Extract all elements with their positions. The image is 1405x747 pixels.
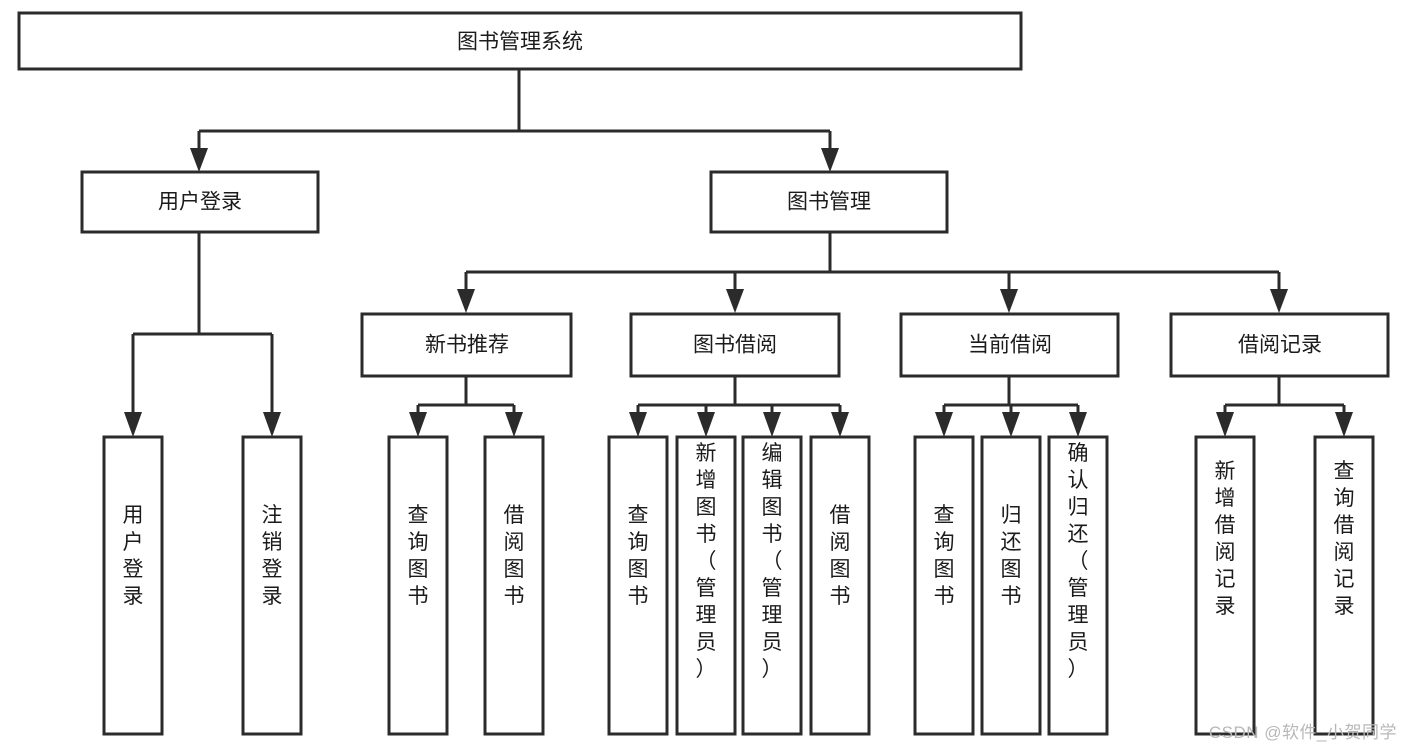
node-leaf-user-logout-box[interactable] bbox=[241, 435, 303, 736]
node-current-borrow-box[interactable] bbox=[899, 312, 1120, 378]
node-root-box[interactable] bbox=[17, 11, 1023, 71]
node-current-borrow[interactable]: 当前借阅 bbox=[899, 312, 1120, 378]
node-leaf-query-book-3-label: 查询图书 bbox=[934, 504, 955, 608]
arrow-icon-leaf-query-book-2 bbox=[629, 412, 647, 437]
arrow-icon-user-login bbox=[190, 148, 208, 172]
arrow-icon-book-borrow bbox=[726, 289, 744, 313]
arrow-icon-leaf-user-login bbox=[124, 412, 142, 437]
node-leaf-user-login-label: 用户登录 bbox=[123, 504, 144, 608]
node-user-login[interactable]: 用户登录 bbox=[80, 170, 320, 234]
node-book-borrow-label: 图书借阅 bbox=[693, 334, 777, 357]
node-leaf-confirm-return-label: 确认归还（管理员） bbox=[1068, 442, 1089, 681]
arrow-icon-leaf-query-record bbox=[1335, 412, 1353, 437]
node-leaf-query-book-3-box[interactable] bbox=[913, 435, 975, 736]
node-leaf-borrow-book-1[interactable]: 借阅图书 bbox=[483, 435, 545, 736]
arrow-icon-leaf-edit-book bbox=[763, 412, 781, 437]
node-book-management[interactable]: 图书管理 bbox=[709, 170, 949, 234]
node-new-book-recommend[interactable]: 新书推荐 bbox=[360, 312, 573, 378]
node-leaf-query-record-box[interactable] bbox=[1313, 435, 1375, 736]
node-leaf-add-book-label: 新增图书（管理员） bbox=[696, 442, 717, 681]
arrow-icon-leaf-confirm-return bbox=[1069, 412, 1087, 437]
node-current-borrow-label: 当前借阅 bbox=[968, 334, 1052, 357]
node-user-login-label: 用户登录 bbox=[158, 191, 242, 214]
node-leaf-borrow-book-2-box[interactable] bbox=[809, 435, 871, 736]
arrow-icon-leaf-borrow-book-1 bbox=[505, 412, 523, 437]
node-leaf-borrow-book-2-label: 借阅图书 bbox=[830, 504, 851, 608]
node-leaf-borrow-book-1-box[interactable] bbox=[483, 435, 545, 736]
node-leaf-query-book-1[interactable]: 查询图书 bbox=[387, 435, 449, 736]
node-leaf-query-record-label: 查询借阅记录 bbox=[1334, 460, 1355, 618]
node-new-book-recommend-label: 新书推荐 bbox=[425, 334, 509, 357]
node-leaf-add-record-label: 新增借阅记录 bbox=[1215, 460, 1236, 618]
node-book-management-label: 图书管理 bbox=[787, 191, 871, 214]
node-user-login-box[interactable] bbox=[80, 170, 320, 234]
arrow-icon-leaf-query-book-1 bbox=[409, 412, 427, 437]
node-leaf-borrow-book-2[interactable]: 借阅图书 bbox=[809, 435, 871, 736]
node-leaf-query-record[interactable]: 查询借阅记录 bbox=[1313, 435, 1375, 736]
node-leaf-query-book-3[interactable]: 查询图书 bbox=[913, 435, 975, 736]
node-leaf-query-book-2[interactable]: 查询图书 bbox=[607, 435, 669, 736]
node-leaf-query-book-2-label: 查询图书 bbox=[628, 504, 649, 608]
node-root-label: 图书管理系统 bbox=[457, 31, 583, 54]
node-borrow-record-label: 借阅记录 bbox=[1238, 334, 1322, 357]
node-borrow-record[interactable]: 借阅记录 bbox=[1169, 312, 1390, 378]
connector-layer bbox=[124, 69, 1353, 437]
arrow-icon-book-management bbox=[821, 148, 839, 172]
node-leaf-user-logout-label: 注销登录 bbox=[262, 504, 283, 608]
node-leaf-edit-book[interactable]: 编辑图书（管理员） bbox=[741, 435, 803, 736]
arrow-icon-leaf-query-book-3 bbox=[935, 412, 953, 437]
node-new-book-recommend-box[interactable] bbox=[360, 312, 573, 378]
node-book-borrow[interactable]: 图书借阅 bbox=[629, 312, 841, 378]
node-leaf-confirm-return-box[interactable] bbox=[1047, 435, 1109, 736]
arrow-icon-new-book-recommend bbox=[457, 289, 475, 313]
node-leaf-add-record[interactable]: 新增借阅记录 bbox=[1194, 435, 1256, 736]
node-leaf-return-book-label: 归还图书 bbox=[1001, 504, 1022, 608]
node-book-borrow-box[interactable] bbox=[629, 312, 841, 378]
node-leaf-edit-book-box[interactable] bbox=[741, 435, 803, 736]
node-leaf-add-record-box[interactable] bbox=[1194, 435, 1256, 736]
arrow-icon-leaf-return-book bbox=[1002, 412, 1020, 437]
arrow-icon-current-borrow bbox=[1000, 289, 1018, 313]
node-leaf-return-book[interactable]: 归还图书 bbox=[980, 435, 1042, 736]
arrow-icon-borrow-record bbox=[1270, 289, 1288, 313]
node-leaf-user-logout[interactable]: 注销登录 bbox=[241, 435, 303, 736]
node-borrow-record-box[interactable] bbox=[1169, 312, 1390, 378]
node-root[interactable]: 图书管理系统 bbox=[17, 11, 1023, 71]
node-leaf-query-book-1-box[interactable] bbox=[387, 435, 449, 736]
node-leaf-add-book[interactable]: 新增图书（管理员） bbox=[675, 435, 737, 736]
node-leaf-return-book-box[interactable] bbox=[980, 435, 1042, 736]
arrow-icon-leaf-user-logout bbox=[263, 412, 281, 437]
node-leaf-query-book-2-box[interactable] bbox=[607, 435, 669, 736]
arrow-icon-leaf-add-book bbox=[697, 412, 715, 437]
node-leaf-user-login[interactable]: 用户登录 bbox=[102, 435, 164, 736]
node-leaf-user-login-box[interactable] bbox=[102, 435, 164, 736]
arrow-icon-leaf-add-record bbox=[1216, 412, 1234, 437]
node-leaf-edit-book-label: 编辑图书（管理员） bbox=[762, 442, 783, 681]
node-leaf-add-book-box[interactable] bbox=[675, 435, 737, 736]
node-leaf-query-book-1-label: 查询图书 bbox=[408, 504, 429, 608]
node-leaf-confirm-return[interactable]: 确认归还（管理员） bbox=[1047, 435, 1109, 736]
arrow-icon-leaf-borrow-book-2 bbox=[831, 412, 849, 437]
node-book-management-box[interactable] bbox=[709, 170, 949, 234]
node-leaf-borrow-book-1-label: 借阅图书 bbox=[504, 504, 525, 608]
